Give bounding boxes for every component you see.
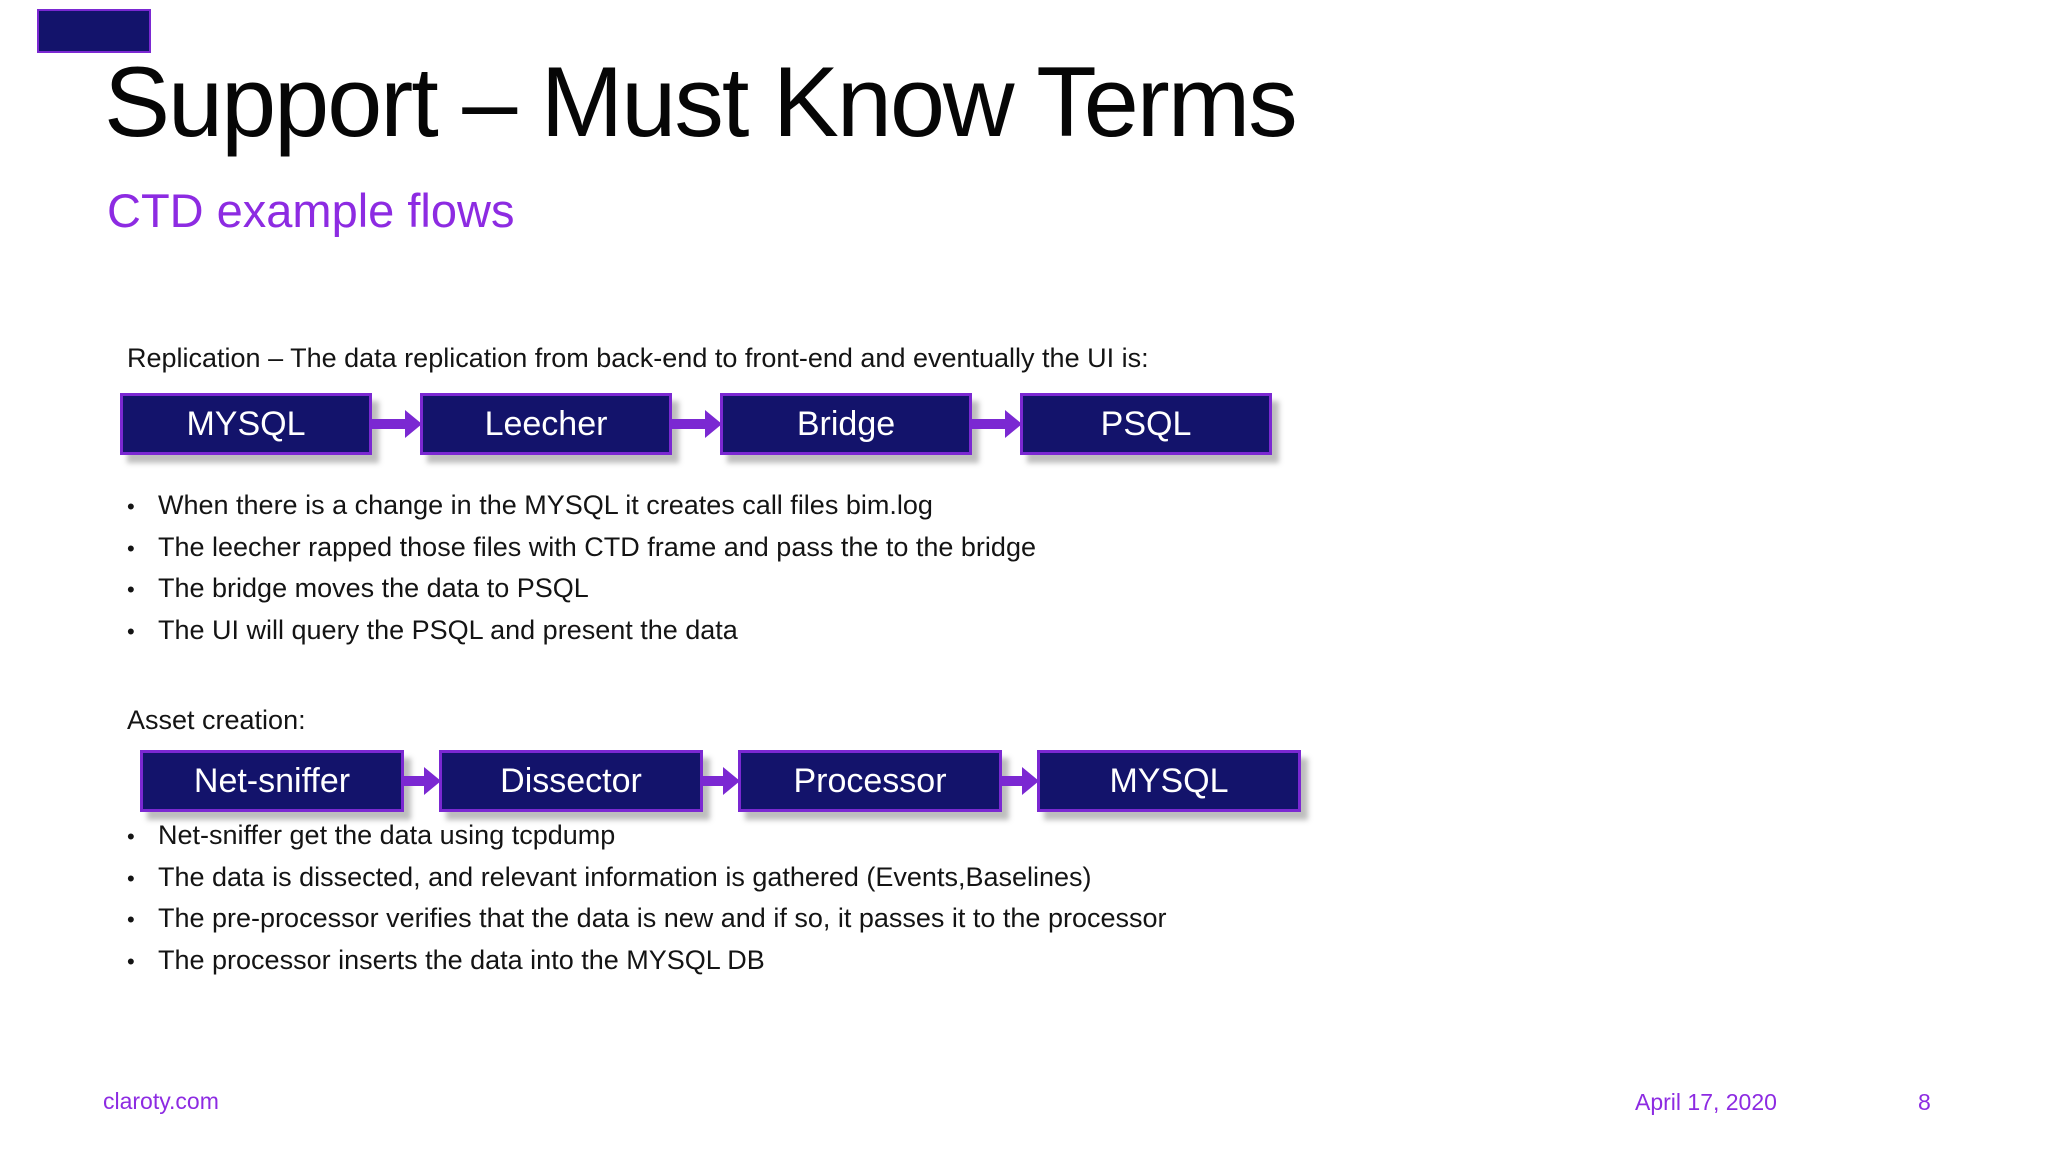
bullet-text: The data is dissected, and relevant info…	[158, 861, 1092, 892]
flow-arrow-icon	[370, 393, 422, 455]
footer-date: April 17, 2020	[1635, 1089, 1777, 1115]
flow-box-net-sniffer: Net-sniffer	[140, 750, 404, 812]
flow-arrow-icon	[402, 750, 441, 812]
list-item: • The leecher rapped those files with CT…	[127, 532, 1036, 574]
flow-arrow-icon	[970, 393, 1022, 455]
replication-bullet-list: • When there is a change in the MYSQL it…	[127, 490, 1036, 656]
replication-flow-diagram: MYSQL Leecher Bridge PSQL	[120, 393, 1272, 455]
list-item: • When there is a change in the MYSQL it…	[127, 490, 1036, 532]
replication-heading: Replication – The data replication from …	[127, 343, 1149, 373]
flow-box-processor: Processor	[738, 750, 1002, 812]
bullet-icon: •	[127, 948, 135, 974]
bullet-text: Net-sniffer get the data using tcpdump	[158, 820, 616, 850]
list-item: • The processor inserts the data into th…	[127, 945, 1167, 987]
bullet-icon: •	[127, 907, 135, 932]
list-item: • The bridge moves the data to PSQL	[127, 573, 1036, 615]
bullet-icon: •	[127, 824, 135, 849]
flow-box-psql: PSQL	[1020, 393, 1272, 455]
footer-page-number: 8	[1918, 1089, 1931, 1115]
bullet-icon: •	[127, 535, 135, 561]
bullet-icon: •	[127, 618, 135, 644]
flow-box-mysql: MYSQL	[120, 393, 372, 455]
flow-box-dissector: Dissector	[439, 750, 703, 812]
flow-box-mysql2: MYSQL	[1037, 750, 1301, 812]
footer-site-link[interactable]: claroty.com	[103, 1088, 219, 1114]
bullet-icon: •	[127, 865, 135, 891]
slide-title: Support – Must Know Terms	[104, 46, 1298, 157]
bullet-text: The bridge moves the data to PSQL	[158, 573, 589, 603]
list-item: • The pre-processor verifies that the da…	[127, 903, 1167, 945]
bullet-icon: •	[127, 577, 135, 602]
bullet-text: When there is a change in the MYSQL it c…	[158, 490, 933, 520]
slide-subtitle: CTD example flows	[107, 184, 515, 237]
list-item: • Net-sniffer get the data using tcpdump	[127, 820, 1167, 862]
flow-arrow-icon	[670, 393, 722, 455]
asset-creation-heading: Asset creation:	[127, 705, 306, 735]
bullet-text: The processor inserts the data into the …	[158, 944, 765, 975]
asset-creation-flow-diagram: Net-sniffer Dissector Processor MYSQL	[140, 750, 1301, 812]
flow-box-bridge: Bridge	[720, 393, 972, 455]
asset-creation-bullet-list: • Net-sniffer get the data using tcpdump…	[127, 820, 1167, 986]
flow-box-leecher: Leecher	[420, 393, 672, 455]
flow-arrow-icon	[1000, 750, 1039, 812]
list-item: • The data is dissected, and relevant in…	[127, 862, 1167, 904]
flow-arrow-icon	[701, 750, 740, 812]
list-item: • The UI will query the PSQL and present…	[127, 615, 1036, 657]
corner-accent-bar	[37, 9, 151, 53]
bullet-text: The UI will query the PSQL and present t…	[158, 614, 738, 645]
bullet-text: The pre-processor verifies that the data…	[158, 903, 1167, 933]
bullet-text: The leecher rapped those files with CTD …	[158, 531, 1036, 562]
bullet-icon: •	[127, 494, 135, 519]
